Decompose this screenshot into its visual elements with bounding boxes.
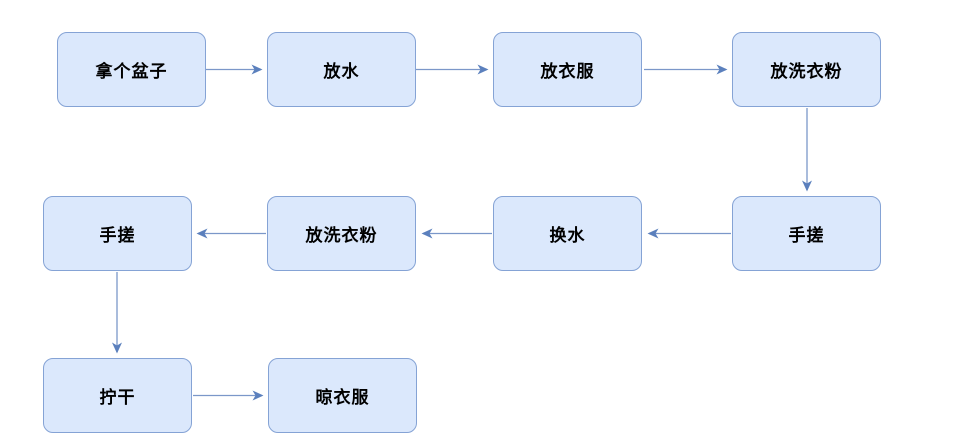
node-get-basin-label: 拿个盆子 <box>95 62 168 81</box>
node-hand-scrub-2[interactable]: 手搓 <box>43 196 192 271</box>
node-get-basin[interactable]: 拿个盆子 <box>57 32 206 107</box>
node-hand-scrub-1[interactable]: 手搓 <box>732 196 881 271</box>
node-change-water-label: 换水 <box>549 226 586 245</box>
node-add-water-label: 放水 <box>323 62 360 81</box>
node-hang-clothes-label: 晾衣服 <box>315 388 370 407</box>
node-add-detergent-2[interactable]: 放洗衣粉 <box>267 196 416 271</box>
node-add-clothes-label: 放衣服 <box>540 62 595 81</box>
node-change-water[interactable]: 换水 <box>493 196 642 271</box>
node-wring-dry[interactable]: 拧干 <box>43 358 192 433</box>
node-add-detergent-2-label: 放洗衣粉 <box>305 226 378 245</box>
node-add-detergent-1-label: 放洗衣粉 <box>770 62 843 81</box>
node-hand-scrub-2-label: 手搓 <box>99 226 136 245</box>
node-hang-clothes[interactable]: 晾衣服 <box>268 358 417 433</box>
node-hand-scrub-1-label: 手搓 <box>788 226 825 245</box>
node-wring-dry-label: 拧干 <box>99 388 136 407</box>
node-add-clothes[interactable]: 放衣服 <box>493 32 642 107</box>
node-add-detergent-1[interactable]: 放洗衣粉 <box>732 32 881 107</box>
node-add-water[interactable]: 放水 <box>267 32 416 107</box>
